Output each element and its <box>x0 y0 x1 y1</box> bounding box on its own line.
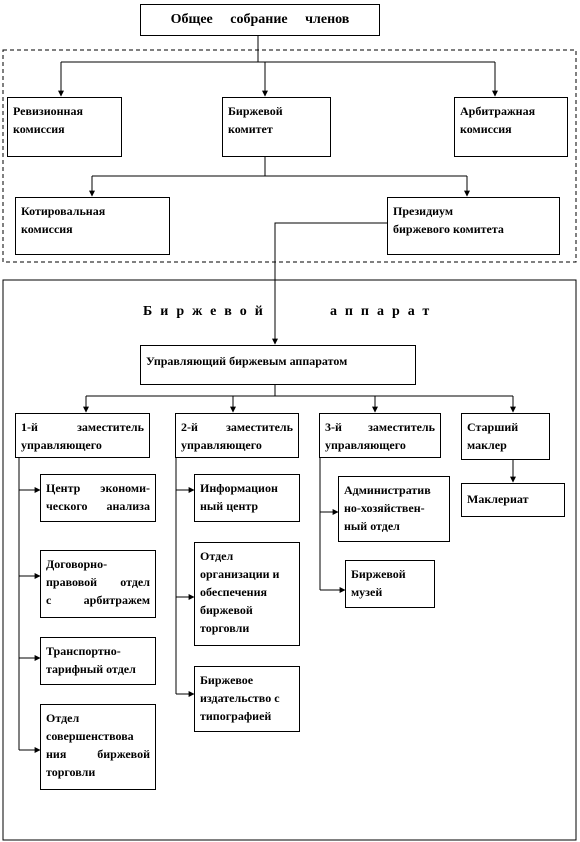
apparatus-heading-left: Биржевой <box>143 304 271 319</box>
manager-box: Управляющий биржевым аппаратом <box>140 345 416 385</box>
exchange-committee-box: Биржевой комитет <box>222 97 331 157</box>
d1-unit-transport: Транспортно- тарифный отдел <box>40 637 156 685</box>
d2-unit-info-center: Информацион ный центр <box>194 474 300 522</box>
apparatus-frame <box>2 279 577 841</box>
presidium-box: Президиум биржевого комитета <box>387 197 560 255</box>
d2-unit-trade-organization: Отдел организации и обеспечения биржевой… <box>194 542 300 646</box>
council-frame <box>2 49 577 263</box>
d3-unit-museum: Биржевой музей <box>345 560 435 608</box>
apparatus-heading-right: аппарат <box>330 304 438 319</box>
d2-unit-publishing: Биржевое издательство с типографией <box>194 666 300 732</box>
d1-unit-trade-improvement: Отдел совершенствова ния биржевой торгов… <box>40 704 156 790</box>
arbitration-commission-box: Арбитражная комиссия <box>454 97 568 157</box>
d3-unit-administrative: Административ но-хозяйствен- ный отдел <box>338 476 450 542</box>
d1-unit-economic-analysis: Центр экономи- ческого анализа <box>40 474 156 522</box>
brokerage-box: Маклериат <box>461 483 565 517</box>
deputy-1-box: 1-й заместитель управляющего <box>15 413 150 458</box>
deputy-3-box: 3-й заместитель управляющего <box>319 413 441 458</box>
quotation-commission-box: Котировальная комиссия <box>15 197 170 255</box>
d1-unit-legal: Договорно- правовой отдел с арбитражем <box>40 550 156 618</box>
revision-commission-box: Ревизионная комиссия <box>7 97 122 157</box>
general-meeting-box: Общее собрание членов <box>140 4 380 36</box>
senior-broker-box: Старший маклер <box>461 413 550 460</box>
deputy-2-box: 2-й заместитель управляющего <box>175 413 299 458</box>
